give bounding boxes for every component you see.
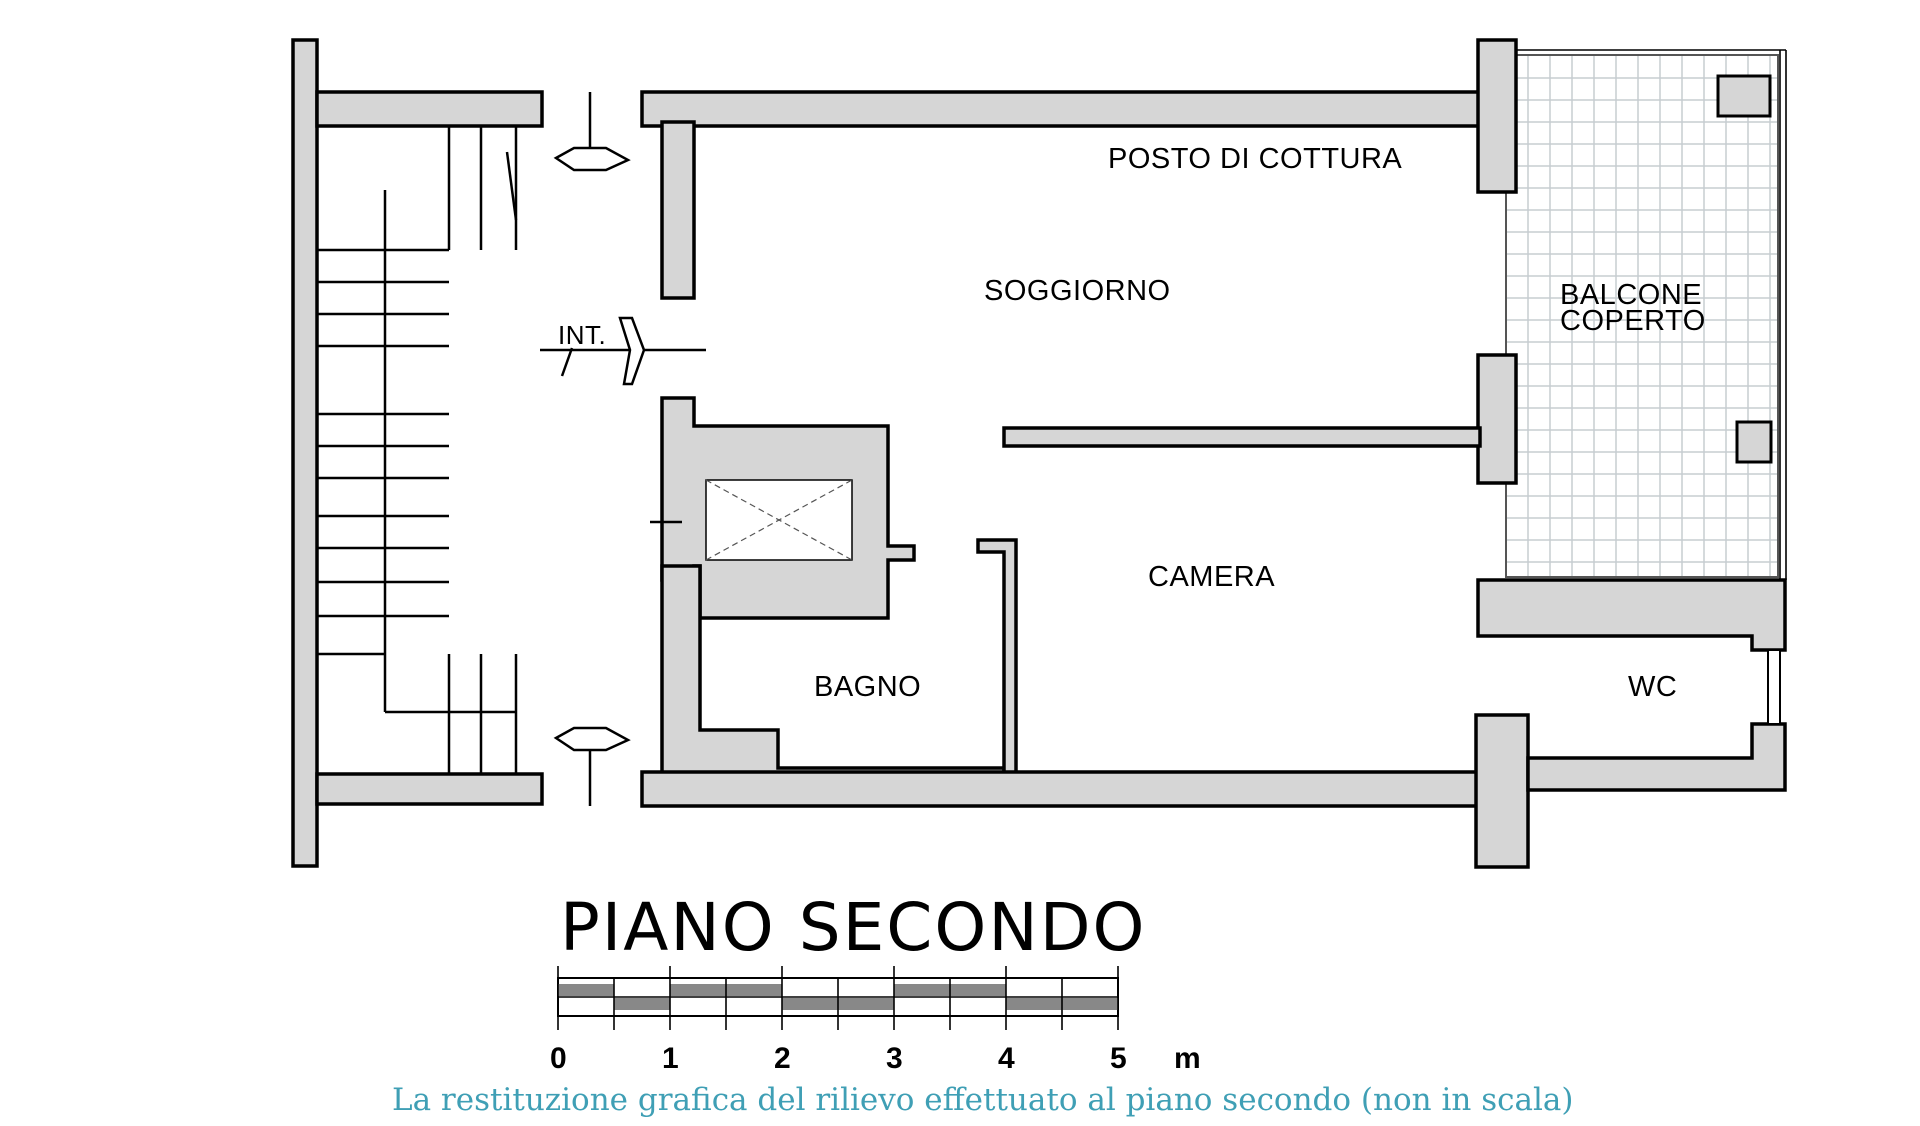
room-label-balcone: BALCONE xyxy=(1560,279,1702,311)
elevator xyxy=(650,479,853,561)
room-label-camera: CAMERA xyxy=(1148,561,1275,593)
balcony-column-bottom xyxy=(1735,420,1773,464)
plan-title: PIANO SECONDO xyxy=(560,889,1146,966)
staircase xyxy=(317,126,518,774)
scale-unit: m xyxy=(1174,1042,1201,1075)
landing-arrow-bottom xyxy=(553,726,631,806)
scale-tick-1: 1 xyxy=(662,1042,679,1075)
scale-tick-4: 4 xyxy=(998,1042,1015,1075)
entrance-label: INT. xyxy=(558,320,606,350)
scale-tick-0: 0 xyxy=(550,1042,567,1075)
scale-bar xyxy=(557,966,1119,1030)
scale-tick-3: 3 xyxy=(886,1042,903,1075)
room-label-soggiorno: SOGGIORNO xyxy=(984,275,1171,307)
balcony-column-top xyxy=(1716,74,1772,118)
scale-tick-5: 5 xyxy=(1110,1042,1127,1075)
entrance-arrow xyxy=(540,316,706,386)
landing-arrow-top xyxy=(553,92,631,172)
room-label-coperto: COPERTO xyxy=(1560,305,1706,337)
room-label-bagno: BAGNO xyxy=(814,671,921,703)
scale-tick-2: 2 xyxy=(774,1042,791,1075)
room-label-wc: WC xyxy=(1628,671,1677,703)
room-label-posto-di-cottura: POSTO DI COTTURA xyxy=(1108,143,1402,175)
balcony-floor xyxy=(1505,49,1787,580)
plan-caption: La restituzione grafica del rilievo effe… xyxy=(392,1082,1573,1118)
walls xyxy=(291,38,1787,869)
